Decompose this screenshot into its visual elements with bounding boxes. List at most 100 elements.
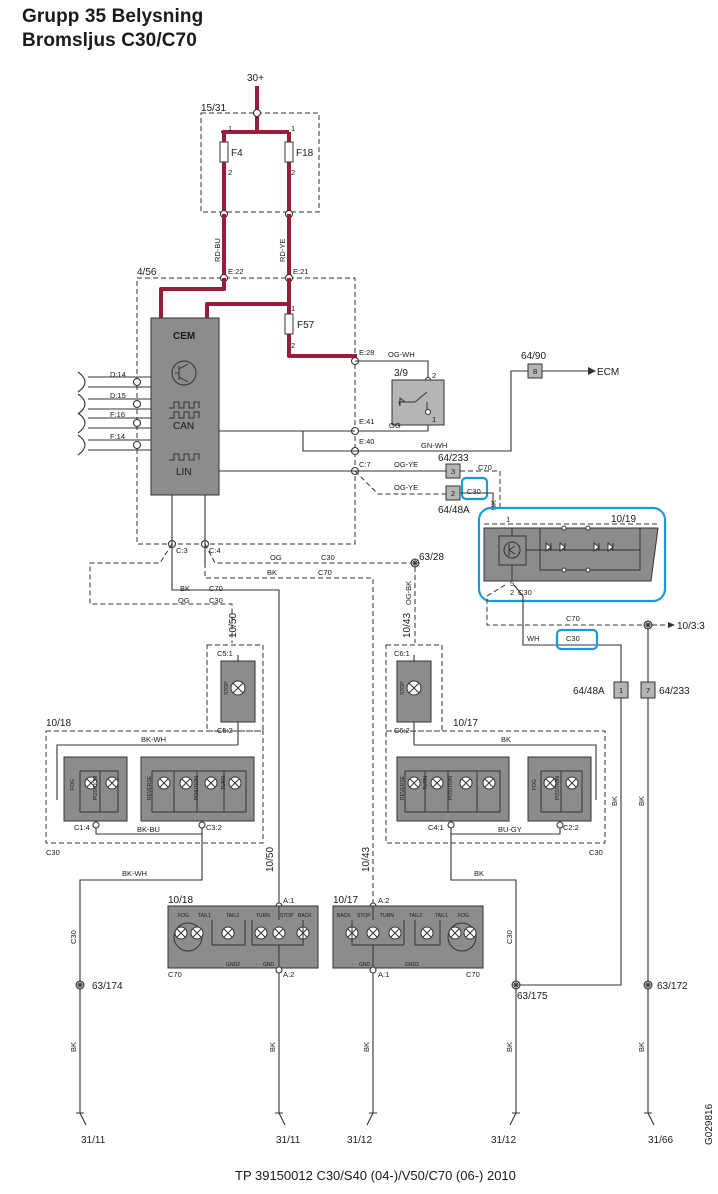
wire-color-label: BK-WH xyxy=(141,735,166,744)
wire-color-label: BK xyxy=(637,1042,646,1052)
ground-wire xyxy=(509,989,517,1126)
lin-signal-icon xyxy=(169,453,200,461)
drawing-id: G029816 xyxy=(704,1103,715,1145)
wire-color-label: BU-GY xyxy=(498,825,522,834)
ecm-conn-label: 64/90 xyxy=(521,351,546,362)
lamp-label: TURN xyxy=(221,776,227,790)
pin-label: 2 xyxy=(228,168,232,177)
ground-label: 31/12 xyxy=(491,1135,516,1146)
pin-label: 1 xyxy=(291,124,295,133)
splice-icon xyxy=(75,980,85,990)
highlight-box xyxy=(555,628,599,651)
wire-color-label: BK xyxy=(268,1042,277,1052)
lamp-label: REVERSE xyxy=(400,775,406,800)
hmsl-label: 10/19 xyxy=(611,514,636,525)
variant-label: C70 xyxy=(209,584,223,593)
wire-color-label: BK-BU xyxy=(137,825,160,834)
ground-wire xyxy=(79,989,87,1126)
wire-color-label: BK xyxy=(505,1042,514,1052)
switch-label: 3/9 xyxy=(394,368,408,379)
wire-color-label: OG-YE xyxy=(394,460,418,469)
rear-lamp-left-frame xyxy=(45,730,264,844)
lamp-label: GND xyxy=(359,962,371,968)
wire-color-label: RD-YE xyxy=(278,239,287,262)
lin-label: LIN xyxy=(176,467,192,478)
splice-icon xyxy=(643,620,653,630)
lamp-label: TAIL2 xyxy=(409,913,422,919)
wire-color-label: BK xyxy=(637,796,646,806)
fog-position-lamp-left xyxy=(63,756,128,822)
wire-color-label: OG xyxy=(270,553,282,562)
lamp-label: POSITION xyxy=(555,776,561,800)
splice-label: 63/174 xyxy=(92,981,123,992)
fuse-f57 xyxy=(284,313,294,335)
wire-color-label: WH xyxy=(527,634,540,643)
pin-label: E:21 xyxy=(293,267,308,276)
splice-icon xyxy=(511,980,521,990)
wire-color-label: BK xyxy=(474,869,484,878)
lamp-label: BACK xyxy=(298,913,312,919)
wire-color-label: GN-WH xyxy=(421,441,447,450)
pin-label: 1 xyxy=(291,304,295,313)
fuse-f4-label: F4 xyxy=(231,148,243,159)
lamp-label: FOG xyxy=(458,913,469,919)
variant-label: C70 xyxy=(566,614,580,623)
og-c30-wire xyxy=(89,543,233,643)
ground-wire xyxy=(647,989,655,1126)
lamp-ref-label: 10/43 xyxy=(361,847,372,872)
variant-label: C30 xyxy=(69,930,78,944)
highlight-box xyxy=(460,476,489,501)
pin-label: C:3 xyxy=(176,546,188,555)
pin-label: 1 xyxy=(506,515,510,524)
splice-label: 63/172 xyxy=(657,981,688,992)
pin-label: 8 xyxy=(533,367,537,376)
lamp-unit-label: 10/18 xyxy=(168,895,193,906)
rear-lamp-right-frame xyxy=(385,730,606,844)
fog-position-lamp-right xyxy=(527,756,592,822)
can-bus-lines xyxy=(77,371,151,456)
lamp-ref-label: 10/50 xyxy=(228,613,239,638)
splice-label: 10/3:3 xyxy=(677,621,705,632)
pin-label: C3:2 xyxy=(206,823,222,832)
pin-label: 2 xyxy=(291,341,295,350)
lamp-ref-label: 10/43 xyxy=(402,613,413,638)
fuse-f18 xyxy=(284,141,294,163)
lamp-label: STOP xyxy=(400,681,406,695)
pin-label: D:15 xyxy=(110,391,126,400)
variant-label: C30 xyxy=(321,553,335,562)
highlight-box xyxy=(477,506,667,603)
pin-label: 1 xyxy=(432,415,436,424)
pin-label: C6:2 xyxy=(394,726,410,735)
ground-label: 31/11 xyxy=(81,1135,106,1146)
page-subtitle: Bromsljus C30/C70 xyxy=(22,30,197,51)
pin-label: E:40 xyxy=(359,437,374,446)
high-mounted-stop-lamp xyxy=(483,527,659,582)
pin-label: F:14 xyxy=(110,432,125,441)
lamp-label: GND xyxy=(263,962,275,968)
connector-label: 64/233 xyxy=(438,453,469,464)
pin-label: A:2 xyxy=(378,896,389,905)
lamp-label: STOP xyxy=(357,913,371,919)
lamp-label: POSITION xyxy=(93,776,99,800)
og-wh-wire xyxy=(355,360,429,380)
wire-color-label: BK-WH xyxy=(122,869,147,878)
pin-label: 5 xyxy=(510,579,514,588)
wire-color-label: BK xyxy=(362,1042,371,1052)
og-wire xyxy=(355,425,429,432)
wire-color-label: BK xyxy=(180,584,190,593)
lamp-label: FOG xyxy=(532,779,538,790)
lamp-label: STOP xyxy=(224,681,230,695)
ground-label: 31/11 xyxy=(276,1135,301,1146)
transistor-icon xyxy=(503,541,521,559)
wire-color-label: OG xyxy=(389,421,401,430)
lamp-unit-label: 10/17 xyxy=(333,895,358,906)
variant-label: C30 xyxy=(505,930,514,944)
splice-icon xyxy=(410,558,420,568)
pin-label: 2 xyxy=(432,371,436,380)
supply-label: 30+ xyxy=(247,73,264,84)
variant-label: C30 xyxy=(209,596,223,605)
cem-frame xyxy=(136,277,356,545)
lamp-icons xyxy=(173,906,310,968)
wire-color-label: BK xyxy=(267,568,277,577)
